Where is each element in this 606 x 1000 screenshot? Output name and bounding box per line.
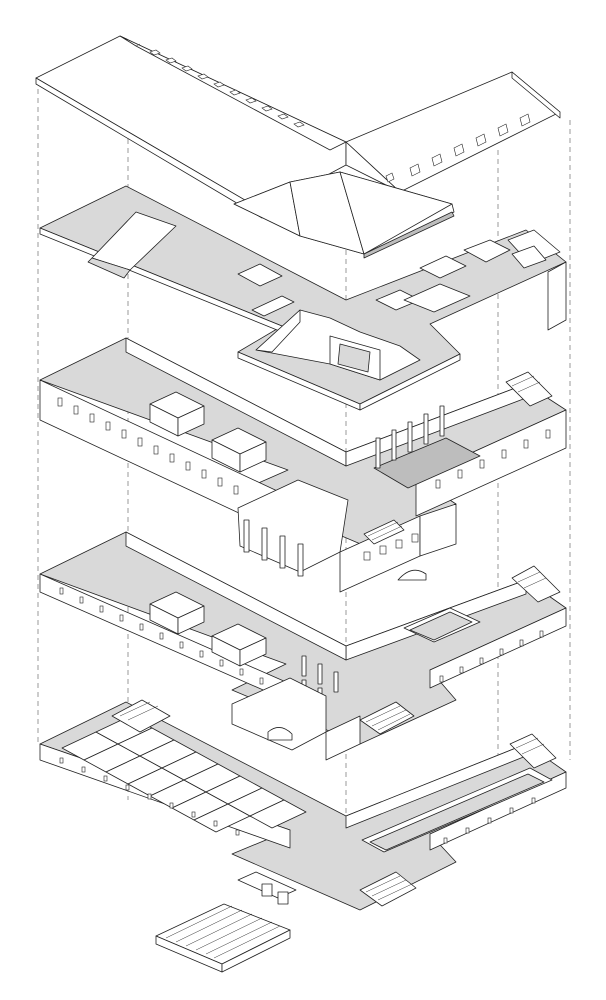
window-row	[59, 757, 536, 844]
basement-cells	[61, 715, 307, 833]
roof-layer	[35, 35, 561, 259]
upper-floor-layer	[39, 337, 567, 593]
skylight-icon	[385, 113, 531, 183]
portico-column-row	[243, 519, 304, 577]
entrance-staircase	[155, 871, 297, 973]
skylight-icon	[149, 49, 305, 128]
attic-floor	[39, 185, 567, 405]
attic-layer	[39, 185, 567, 411]
ground-floor-layer	[39, 531, 567, 761]
window-row	[59, 587, 544, 685]
basement-layer	[39, 699, 567, 973]
staircase-icon	[359, 871, 417, 907]
window-row	[57, 397, 551, 561]
staircase-icon	[359, 701, 415, 735]
column-row	[375, 405, 445, 469]
staircase-icon	[363, 519, 405, 545]
